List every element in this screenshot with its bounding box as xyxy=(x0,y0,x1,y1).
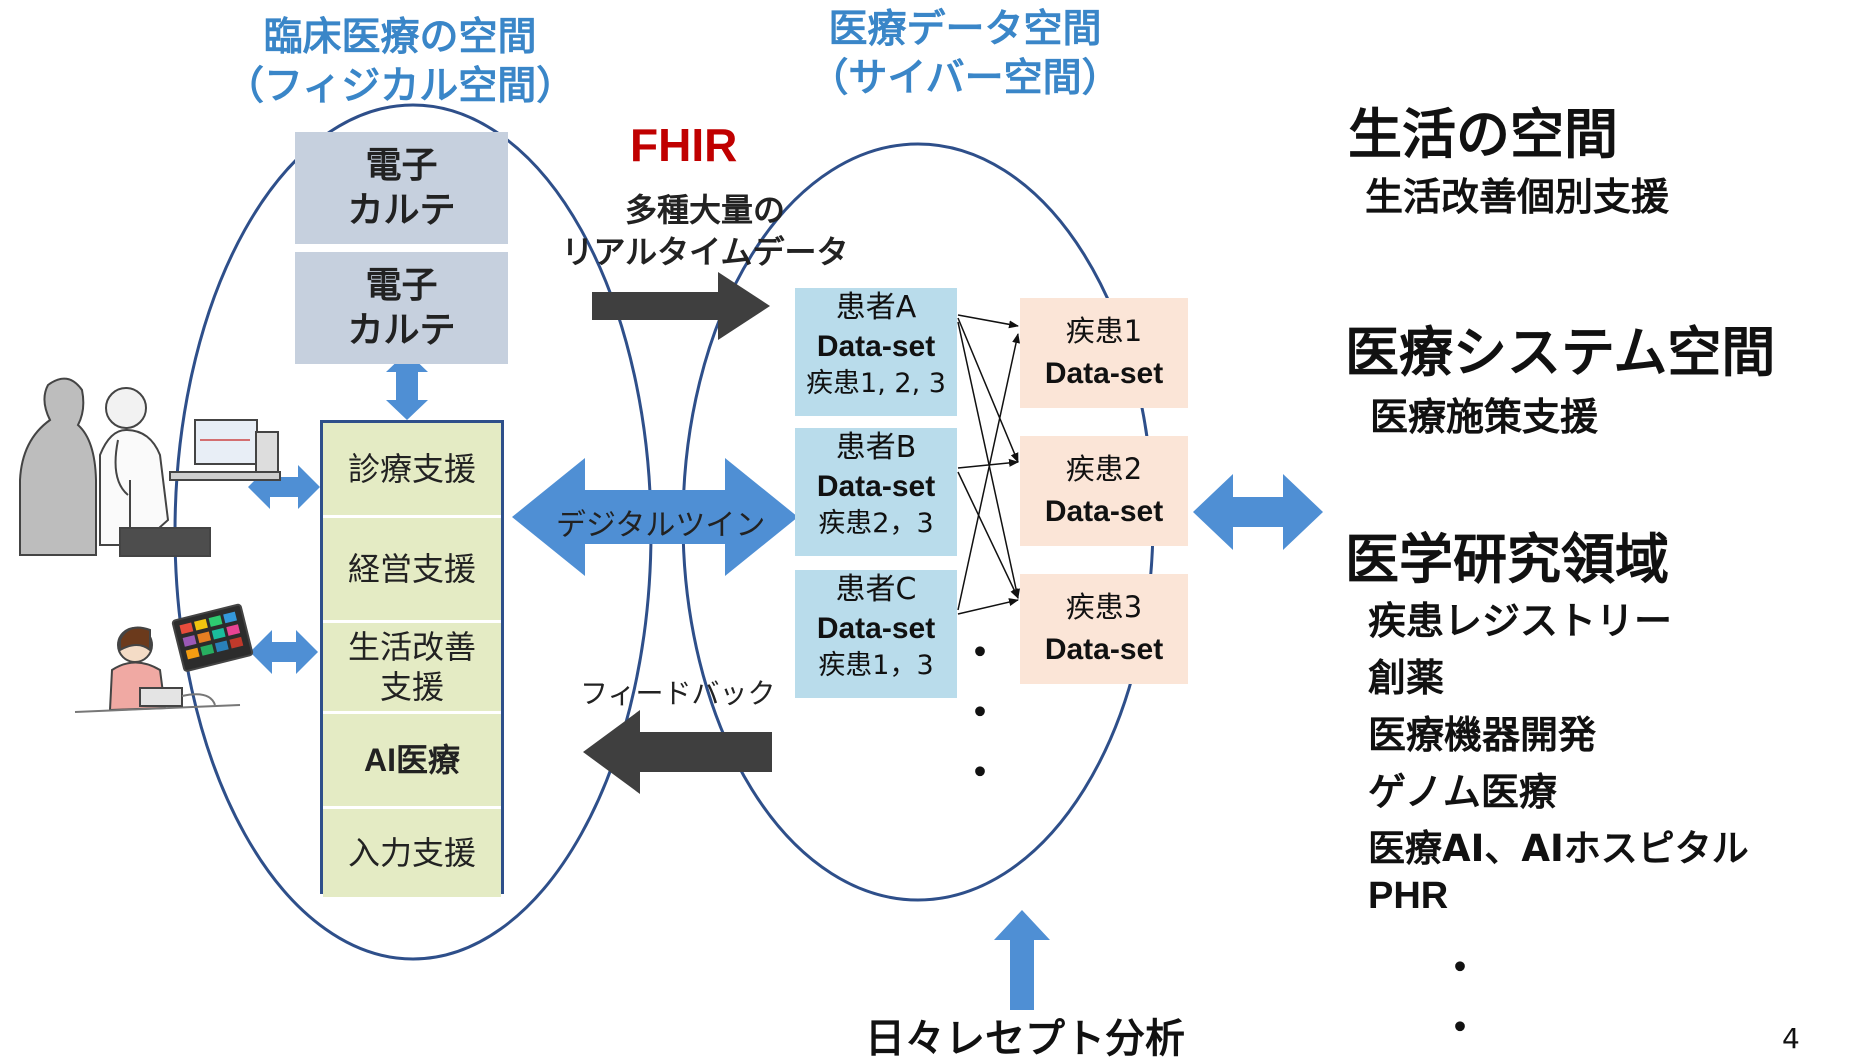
research-item: ゲノム医療 xyxy=(1368,770,1557,814)
ehr-functions-arrow xyxy=(386,352,428,420)
disease-1-box: 疾患1 Data-set xyxy=(1020,298,1188,408)
research-ellipsis-dot: ・ xyxy=(1440,945,1480,991)
physical-space-title: 臨床医療の空間 （フィジカル空間） xyxy=(225,15,576,109)
research-item: 疾患レジストリー xyxy=(1368,599,1673,643)
disease-2-name: 疾患2 xyxy=(1065,452,1143,487)
function-management-support: 経営支援 xyxy=(323,518,501,623)
disease-3-box: 疾患3 Data-set xyxy=(1020,574,1188,684)
patient-a-name: 患者A xyxy=(835,290,917,325)
patient-ellipsis-dot: ・ xyxy=(960,750,1000,796)
page-number: 4 xyxy=(1782,1022,1800,1055)
realtime-data-arrow xyxy=(592,272,770,340)
patient-b-diseases: 疾患2，3 xyxy=(818,508,934,539)
receipt-analysis-label: 日々レセプト分析 xyxy=(865,1016,1185,1062)
patient-disease-connectors xyxy=(957,314,1020,615)
patient-support-arrow xyxy=(250,630,318,674)
patient-a-box: 患者A Data-set 疾患1, 2, 3 xyxy=(795,288,957,416)
patient-b-box: 患者B Data-set 疾患2，3 xyxy=(795,428,957,556)
function-input-support: 入力支援 xyxy=(323,809,501,897)
feedback-arrow xyxy=(583,710,772,794)
ehr-box-1: 電子 カルテ xyxy=(295,132,508,244)
disease-3-name: 疾患3 xyxy=(1065,590,1143,625)
realtime-data-label: 多種大量の リアルタイムデータ xyxy=(561,191,849,271)
fhir-label: FHIR xyxy=(630,119,738,171)
life-space-sub: 生活改善個別支援 xyxy=(1365,175,1670,219)
ehr-box-2: 電子 カルテ xyxy=(295,252,508,364)
digital-twin-arrow xyxy=(512,458,798,576)
disease-2-dataset: Data-set xyxy=(1044,495,1164,529)
patient-b-dataset: Data-set xyxy=(816,470,936,503)
cyber-space-title: 医療データ空間 （サイバー空間） xyxy=(809,7,1121,101)
research-item: 医療AI、AIホスピタル xyxy=(1368,827,1749,870)
patient-ellipsis-dot: ・ xyxy=(960,690,1000,736)
function-diagnosis-support: 診療支援 xyxy=(323,423,501,518)
research-item: 創薬 xyxy=(1368,656,1445,700)
digital-twin-label: デジタルツイン xyxy=(556,508,766,543)
system-space-sub: 医療施策支援 xyxy=(1370,395,1599,439)
function-ai-medicine: AI医療 xyxy=(323,714,501,809)
patient-c-name: 患者C xyxy=(835,572,917,607)
functions-column: 診療支援 経営支援 生活改善 支援 AI医療 入力支援 xyxy=(320,420,504,897)
patient-c-dataset: Data-set xyxy=(816,612,936,645)
patient-a-diseases: 疾患1, 2, 3 xyxy=(806,368,946,399)
life-space-heading: 生活の空間 xyxy=(1348,103,1618,166)
patient-c-diseases: 疾患1，3 xyxy=(818,650,934,681)
function-life-improvement-support: 生活改善 支援 xyxy=(323,623,501,714)
doctor-patient-illustration xyxy=(19,377,281,557)
research-item: 医療機器開発 xyxy=(1368,713,1597,757)
system-space-heading: 医療システム空間 xyxy=(1345,321,1776,384)
disease-2-box: 疾患2 Data-set xyxy=(1020,436,1188,546)
disease-3-dataset: Data-set xyxy=(1044,633,1164,667)
research-item: PHR xyxy=(1368,875,1449,917)
research-area-heading: 医学研究領域 xyxy=(1345,528,1669,591)
patient-ellipsis-dot: ・ xyxy=(960,630,1000,676)
research-ellipsis-dot: ・ xyxy=(1440,1005,1480,1051)
patient-b-name: 患者B xyxy=(835,430,917,465)
right-link-arrow xyxy=(1193,474,1323,550)
patient-a-dataset: Data-set xyxy=(816,330,936,363)
feedback-label: フィードバック xyxy=(580,677,776,710)
disease-1-name: 疾患1 xyxy=(1065,314,1143,349)
patient-tablet-illustration xyxy=(74,603,254,713)
disease-1-dataset: Data-set xyxy=(1044,357,1164,391)
patient-c-box: 患者C Data-set 疾患1，3 xyxy=(795,570,957,698)
receipt-up-arrow xyxy=(994,910,1050,1010)
